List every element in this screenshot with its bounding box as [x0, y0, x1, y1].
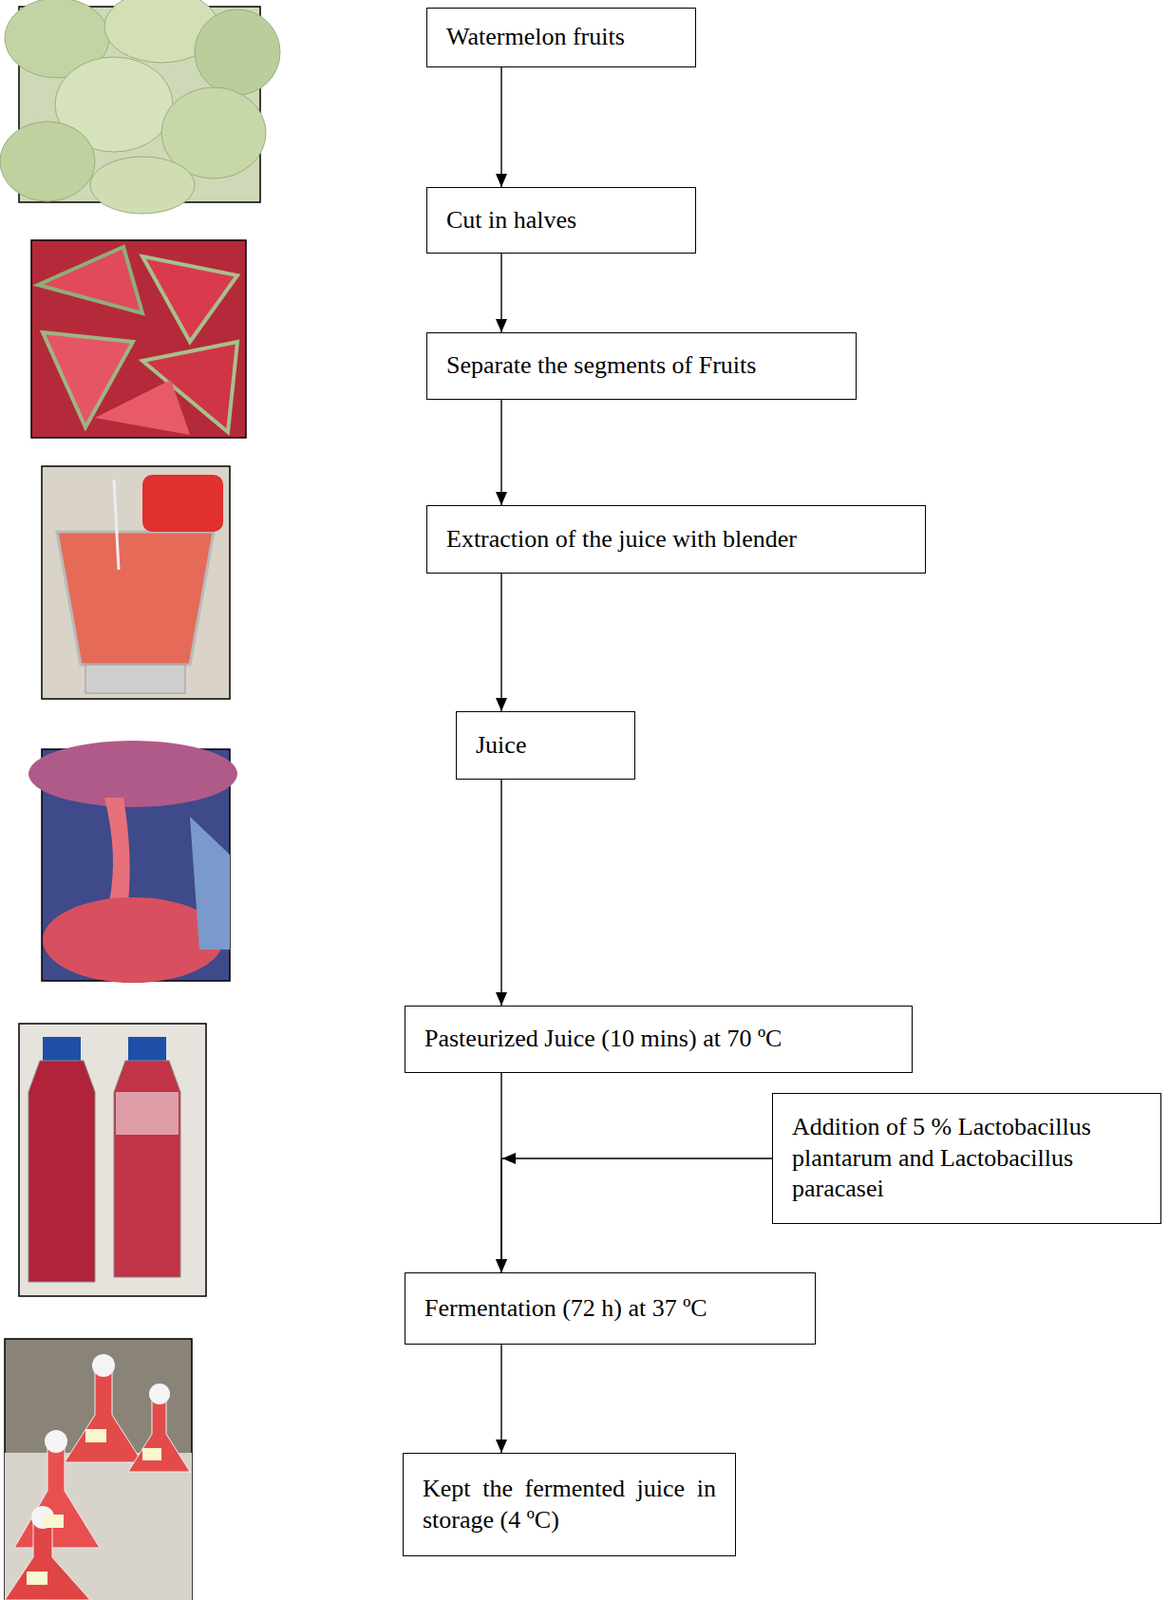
process-box: Addition of 5 % Lactobacillus plantarum …	[772, 1093, 1162, 1225]
flow-arrow	[501, 779, 503, 1006]
step-text: Addition of 5 % Lactobacillus plantarum …	[791, 1112, 1142, 1206]
flow-arrow	[501, 399, 503, 506]
step-text: Kept the fermented juice in storage (4 º…	[422, 1473, 717, 1536]
watermelon-photo	[0, 0, 281, 214]
process-box: Cut in halves	[426, 187, 697, 254]
connector-line	[500, 253, 502, 333]
process-box: Kept the fermented juice in storage (4 º…	[402, 1452, 736, 1557]
step-text: Separate the segments of Fruits	[446, 350, 837, 382]
process-box: Pasteurized Juice (10 mins) at 70 ºC	[404, 1005, 913, 1074]
step-text: Extraction of the juice with blender	[446, 524, 906, 556]
step-text: Juice	[475, 730, 616, 762]
process-box: Separate the segments of Fruits	[426, 332, 857, 400]
flow-arrow	[501, 1344, 503, 1453]
connector-line	[500, 779, 502, 1006]
connector-line	[500, 573, 502, 712]
process-box: Juice	[455, 711, 636, 780]
junction-arrowhead	[502, 1152, 516, 1165]
pouring-juice-photo	[28, 740, 238, 983]
fermented-juice-flasks-photo	[4, 1338, 192, 1600]
connector-line	[500, 1344, 502, 1453]
watermelon-slices-photo	[31, 240, 246, 438]
connector-line	[500, 67, 502, 189]
flow-arrow	[501, 67, 503, 189]
connector-line	[501, 1158, 773, 1273]
juice-bottles-photo	[18, 1023, 207, 1297]
step-text: Pasteurized Juice (10 mins) at 70 ºC	[424, 1023, 893, 1056]
step-text: Fermentation (72 h) at 37 ºC	[424, 1293, 796, 1325]
flow-arrow	[501, 253, 503, 333]
flow-arrow	[501, 1152, 773, 1273]
process-box: Extraction of the juice with blender	[426, 505, 926, 574]
flow-arrow	[501, 573, 503, 712]
process-box: Fermentation (72 h) at 37 ºC	[404, 1272, 816, 1345]
blender-photo	[41, 466, 230, 699]
process-box: Watermelon fruits	[426, 7, 697, 68]
connector-line	[500, 399, 502, 506]
step-text: Cut in halves	[446, 205, 677, 237]
step-text: Watermelon fruits	[446, 21, 677, 54]
